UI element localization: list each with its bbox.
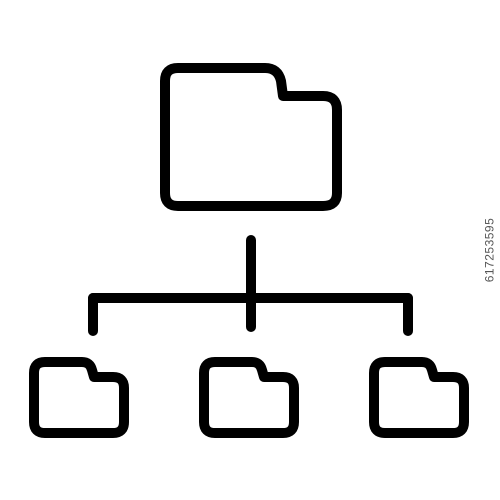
- child-folder-center-icon: [199, 357, 299, 438]
- parent-folder-icon: [160, 63, 342, 211]
- child-folder-right-icon: [369, 357, 469, 438]
- child-folder-left-icon: [29, 357, 129, 438]
